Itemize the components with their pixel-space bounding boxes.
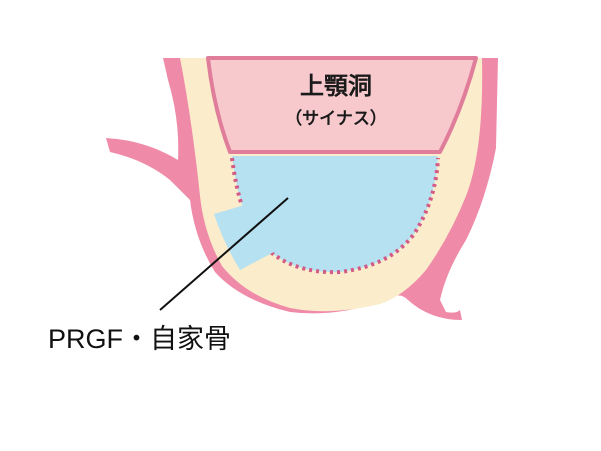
- graft-region: [232, 156, 438, 273]
- graft-label: PRGF・自家骨: [48, 324, 231, 354]
- sinus-sublabel: （サイナス）: [285, 108, 387, 129]
- leader-line: [159, 197, 289, 311]
- sinus-label: 上顎洞: [300, 72, 372, 100]
- maxillary-sinus: [206, 56, 478, 154]
